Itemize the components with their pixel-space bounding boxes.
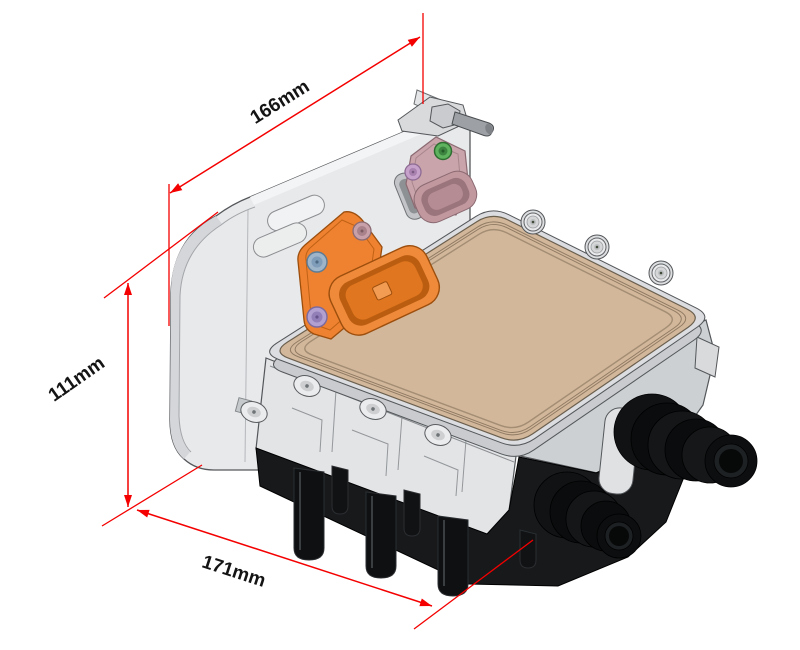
cover-groove-1: [289, 221, 687, 436]
top-cover-assembly: [269, 209, 706, 457]
dimension-width-line: [169, 36, 421, 194]
dimension-annotations: [101, 13, 534, 630]
coolant-port-lower: [533, 471, 642, 559]
guide-pin-cap: [485, 123, 493, 135]
plate-top-bevel: [250, 113, 452, 205]
ext-line-height-bottom: [101, 464, 203, 527]
green-screw: [433, 141, 453, 161]
signal-connector: [404, 136, 478, 224]
dimension-arrowheads: [124, 37, 432, 607]
cover-groove-3: [304, 228, 674, 429]
ext-line-height-top: [103, 211, 219, 299]
coolant-port-upper: [613, 393, 758, 488]
front-screw-bosses: [240, 375, 452, 446]
ext-line-depth-right: [413, 539, 534, 630]
hv-connector-shroud: [328, 245, 441, 336]
top-bracket: [397, 89, 494, 137]
cover-screw-1: [520, 209, 546, 235]
pink-screw: [352, 221, 372, 241]
standoff-cylinders: [252, 194, 325, 258]
housing-right-tab: [694, 336, 720, 378]
dimension-width-label: 166mm: [247, 76, 314, 129]
purple-screw: [306, 306, 328, 328]
cover-screw-2: [584, 234, 610, 260]
dimension-depth-line: [136, 509, 433, 607]
plate-seam: [244, 209, 249, 463]
black-base: [255, 407, 694, 597]
hv-connector: [297, 211, 441, 340]
blue-screw: [306, 251, 328, 273]
plate-edge-band: [170, 216, 222, 459]
lavender-screw: [404, 163, 422, 181]
cover-screw-3: [648, 260, 674, 286]
dimension-height-label: 111mm: [45, 353, 109, 407]
signal-connector-shroud: [413, 170, 478, 224]
mounting-studs: [293, 465, 537, 597]
plate-inner-line: [178, 206, 256, 453]
dimension-depth-label: 171mm: [199, 552, 268, 592]
cover-groove-2: [294, 224, 682, 433]
